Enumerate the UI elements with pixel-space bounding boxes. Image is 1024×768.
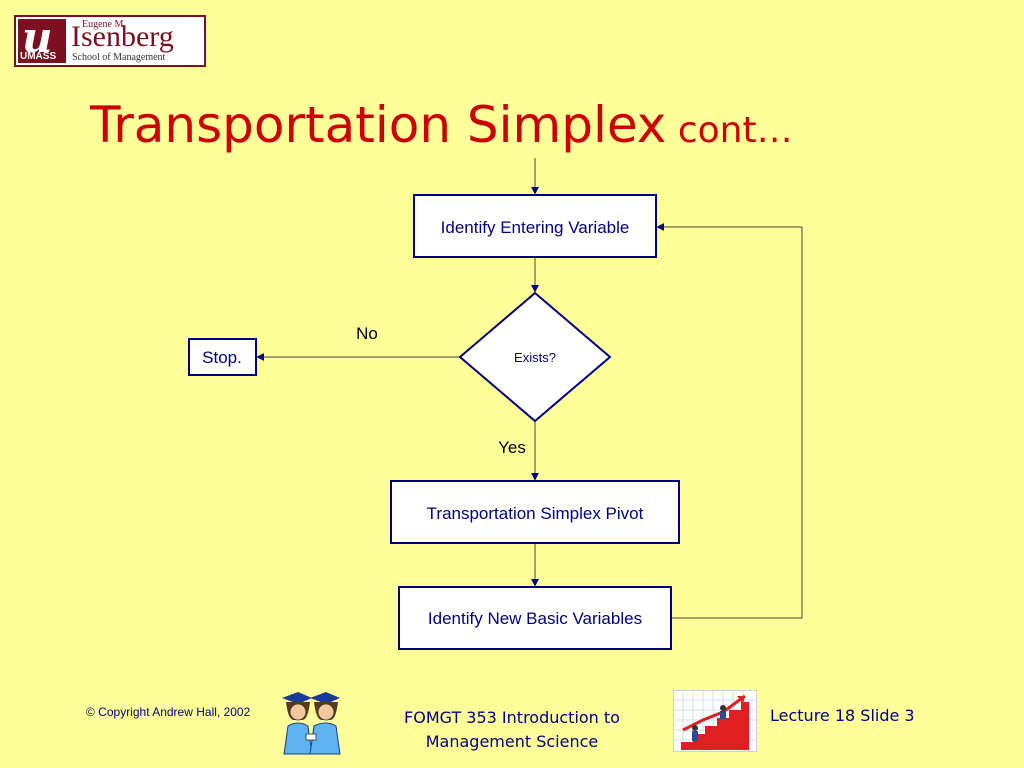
slide-title-cont: cont… <box>666 110 793 151</box>
node-identify-entering: Identify Entering Variable <box>413 194 657 258</box>
node-identify-new-basic-label: Identify New Basic Variables <box>428 609 642 628</box>
node-simplex-pivot-label: Transportation Simplex Pivot <box>427 504 644 523</box>
node-simplex-pivot: Transportation Simplex Pivot <box>390 480 680 544</box>
node-stop: Stop. <box>188 338 257 376</box>
graduates-clipart-icon <box>282 692 341 755</box>
node-stop-label: Stop. <box>202 348 242 367</box>
node-exists-label: Exists? <box>514 350 556 365</box>
isenberg-logo: u UMASS Eugene M. Isenberg School of Man… <box>14 15 206 67</box>
node-exists-decision: Exists? <box>458 291 612 423</box>
footer-copyright: © Copyright Andrew Hall, 2002 <box>86 705 251 719</box>
umass-wordmark: UMASS <box>20 51 57 62</box>
slide-title-main: Transportation Simplex <box>90 96 667 154</box>
edge-loop-back <box>656 223 803 619</box>
footer-course-line2: Management Science <box>425 732 599 751</box>
node-identify-entering-label: Identify Entering Variable <box>441 218 630 237</box>
logo-school: School of Management <box>72 52 166 63</box>
umass-logo-mark: u UMASS <box>18 19 66 63</box>
footer-course-line1: FOMGT 353 Introduction to <box>404 708 620 727</box>
logo-isenberg: Isenberg <box>71 20 174 53</box>
edge-label-no: No <box>356 324 378 343</box>
slide-title: Transportation Simplex cont… <box>90 96 793 154</box>
edge-label-yes: Yes <box>498 438 526 457</box>
logo-eugene: Eugene M. <box>82 19 126 30</box>
um-monogram-icon: u <box>22 19 53 62</box>
node-identify-new-basic: Identify New Basic Variables <box>398 586 672 650</box>
success-stairs-clipart-icon <box>673 690 757 752</box>
footer-course: FOMGT 353 Introduction to Management Sci… <box>374 706 650 754</box>
footer-slide-number: Lecture 18 Slide 3 <box>770 706 915 725</box>
